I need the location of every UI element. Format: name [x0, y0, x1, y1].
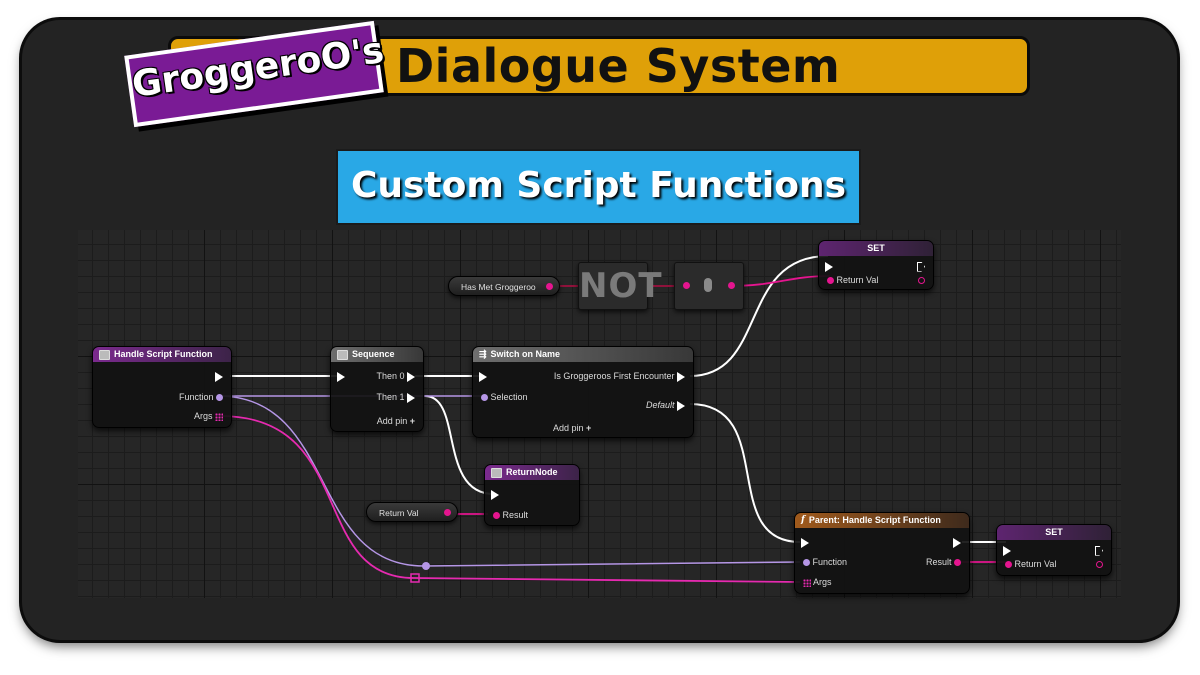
- sequence-icon: [337, 349, 348, 360]
- exec-in-pin[interactable]: [491, 487, 499, 501]
- reroute-knot-array: [410, 573, 420, 583]
- exec-in-pin[interactable]: [479, 369, 487, 383]
- set-return-val-node-top[interactable]: SET Return Val: [818, 240, 934, 290]
- bool-pin[interactable]: [444, 509, 451, 516]
- return-val-input-pin[interactable]: Return Val: [1005, 557, 1056, 571]
- exec-out-pin[interactable]: [215, 369, 223, 383]
- name-wire: [217, 395, 801, 567]
- array-icon: [803, 578, 811, 587]
- exec-in-pin[interactable]: [1003, 543, 1011, 557]
- exec-out-pin[interactable]: [1095, 543, 1103, 557]
- result-pin[interactable]: Result: [493, 508, 528, 522]
- return-node-icon: [491, 467, 502, 478]
- subtitle-text: Custom Script Functions: [350, 165, 847, 206]
- blueprint-graph[interactable]: Handle Script Function Function Args Seq…: [78, 230, 1121, 598]
- function-f-icon: f: [801, 515, 805, 525]
- args-input-pin[interactable]: Args: [803, 575, 832, 589]
- has-met-groggeroo-variable[interactable]: Has Met Groggeroo: [448, 276, 560, 296]
- function-output-pin[interactable]: Function: [179, 390, 223, 404]
- node-title: Switch on Name: [490, 349, 561, 359]
- node-title: Handle Script Function: [114, 349, 213, 359]
- switch-on-name-node[interactable]: ⇶Switch on Name Is Groggeroos First Enco…: [472, 346, 694, 438]
- page-title: Dialogue System: [396, 39, 841, 93]
- exec-in-pin[interactable]: [801, 535, 809, 549]
- return-val-output-pin[interactable]: [1096, 557, 1103, 571]
- selection-pin[interactable]: Selection: [481, 390, 528, 404]
- function-input-pin[interactable]: Function: [803, 555, 847, 569]
- reroute-knot: [422, 562, 430, 570]
- return-val-output-pin[interactable]: [918, 273, 925, 287]
- bool-pin[interactable]: [546, 283, 553, 290]
- node-title: Sequence: [352, 349, 395, 359]
- array-icon: [215, 412, 223, 421]
- not-node[interactable]: NOT: [578, 262, 663, 310]
- case-first-encounter-pin[interactable]: Is Groggeroos First Encounter: [554, 369, 685, 383]
- function-node-icon: [99, 349, 110, 360]
- set-return-val-node-bottom[interactable]: SET Return Val: [996, 524, 1112, 576]
- exec-out-pin[interactable]: [917, 259, 925, 273]
- node-title: Parent: Handle Script Function: [808, 515, 941, 525]
- not-label: NOT: [579, 266, 663, 306]
- reroute-node[interactable]: [674, 262, 744, 310]
- args-output-pin[interactable]: Args: [194, 409, 223, 423]
- return-val-variable[interactable]: Return Val: [366, 502, 458, 522]
- exec-wire: [689, 403, 801, 543]
- node-title: SET: [1045, 527, 1063, 537]
- add-pin-button[interactable]: Add pin +: [376, 416, 415, 426]
- exec-in-pin[interactable]: [825, 259, 833, 273]
- switch-icon: ⇶: [479, 349, 487, 359]
- add-pin-button[interactable]: Add pin +: [553, 423, 592, 433]
- node-title: SET: [867, 243, 885, 253]
- node-title: ReturnNode: [506, 467, 558, 477]
- exec-wire: [689, 255, 829, 377]
- exec-wire: [424, 395, 495, 495]
- array-wire: [219, 415, 801, 583]
- then-1-pin[interactable]: Then 1: [376, 390, 415, 404]
- result-output-pin[interactable]: Result: [926, 555, 961, 569]
- default-pin[interactable]: Default: [646, 398, 685, 412]
- handle-script-function-node[interactable]: Handle Script Function Function Args: [92, 346, 232, 428]
- subtitle-banner: Custom Script Functions: [338, 151, 859, 223]
- exec-out-pin[interactable]: [953, 535, 961, 549]
- then-0-pin[interactable]: Then 0: [376, 369, 415, 383]
- sequence-node[interactable]: Sequence Then 0 Then 1 Add pin +: [330, 346, 424, 432]
- return-node[interactable]: ReturnNode Result: [484, 464, 580, 526]
- return-val-input-pin[interactable]: Return Val: [827, 273, 878, 287]
- exec-in-pin[interactable]: [337, 369, 345, 383]
